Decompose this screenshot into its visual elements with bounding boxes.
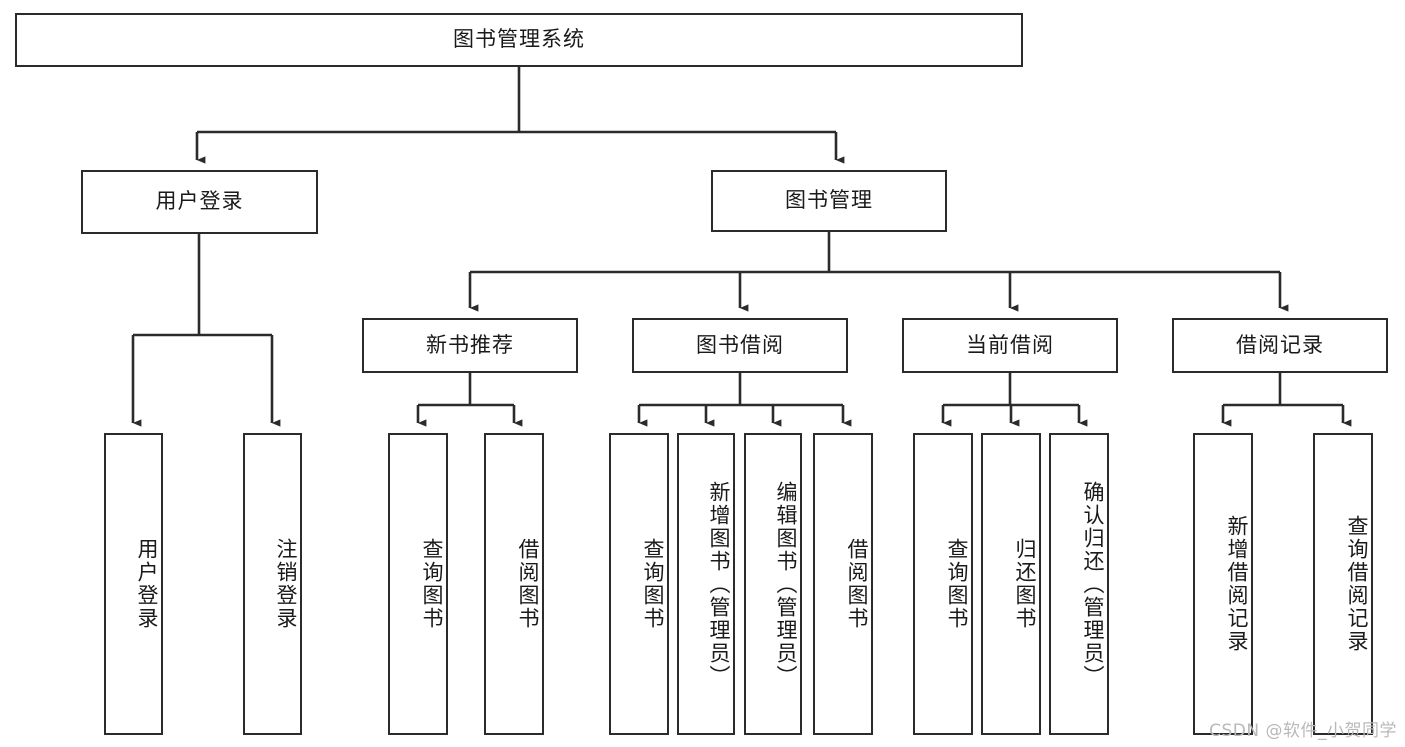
node-leaf-confirm-return[interactable]: 确认归还（管理员） xyxy=(1049,433,1109,735)
node-leaf-query-book-1[interactable]: 查询图书 xyxy=(388,433,448,735)
node-leaf-borrow-book-1-label: 借阅图书 xyxy=(516,538,540,630)
node-new-book-recommend[interactable]: 新书推荐 xyxy=(362,318,578,373)
node-user-login[interactable]: 用户登录 xyxy=(81,170,318,234)
node-book-borrow-label: 图书借阅 xyxy=(696,332,784,357)
node-leaf-edit-book-label: 编辑图书（管理员） xyxy=(774,480,798,688)
node-leaf-add-record-label: 新增借阅记录 xyxy=(1225,515,1249,653)
node-leaf-query-record-label: 查询借阅记录 xyxy=(1345,515,1369,653)
node-root[interactable]: 图书管理系统 xyxy=(15,13,1023,67)
csdn-watermark: CSDN @软件_小贺同学 xyxy=(1209,721,1397,741)
node-leaf-query-book-3-label: 查询图书 xyxy=(945,538,969,630)
node-leaf-query-record[interactable]: 查询借阅记录 xyxy=(1313,433,1373,735)
node-leaf-borrow-book-2[interactable]: 借阅图书 xyxy=(813,433,873,735)
node-current-borrow-label: 当前借阅 xyxy=(966,332,1054,357)
node-borrow-record-label: 借阅记录 xyxy=(1236,332,1324,357)
node-leaf-borrow-book-2-label: 借阅图书 xyxy=(845,538,869,630)
node-leaf-query-book-2-label: 查询图书 xyxy=(641,538,665,630)
node-leaf-query-book-2[interactable]: 查询图书 xyxy=(609,433,669,735)
node-current-borrow[interactable]: 当前借阅 xyxy=(902,318,1118,373)
node-leaf-add-book-label: 新增图书（管理员） xyxy=(707,480,731,688)
node-leaf-return-book[interactable]: 归还图书 xyxy=(981,433,1041,735)
node-leaf-query-book-1-label: 查询图书 xyxy=(420,538,444,630)
node-leaf-edit-book[interactable]: 编辑图书（管理员） xyxy=(744,433,802,735)
node-leaf-confirm-return-label: 确认归还（管理员） xyxy=(1081,480,1105,688)
node-leaf-add-book[interactable]: 新增图书（管理员） xyxy=(677,433,735,735)
node-leaf-return-book-label: 归还图书 xyxy=(1013,538,1037,630)
node-book-borrow[interactable]: 图书借阅 xyxy=(632,318,848,373)
node-leaf-user-login[interactable]: 用户登录 xyxy=(104,433,163,735)
node-borrow-record[interactable]: 借阅记录 xyxy=(1172,318,1388,373)
node-leaf-user-logout[interactable]: 注销登录 xyxy=(243,433,302,735)
node-leaf-user-login-label: 用户登录 xyxy=(135,538,159,630)
node-leaf-query-book-3[interactable]: 查询图书 xyxy=(913,433,973,735)
node-leaf-user-logout-label: 注销登录 xyxy=(274,538,298,630)
node-leaf-add-record[interactable]: 新增借阅记录 xyxy=(1193,433,1253,735)
node-book-manage[interactable]: 图书管理 xyxy=(711,170,947,232)
node-leaf-borrow-book-1[interactable]: 借阅图书 xyxy=(484,433,544,735)
node-new-book-recommend-label: 新书推荐 xyxy=(426,332,514,357)
node-user-login-label: 用户登录 xyxy=(155,189,244,214)
node-root-label: 图书管理系统 xyxy=(453,27,585,52)
node-book-manage-label: 图书管理 xyxy=(785,188,873,213)
